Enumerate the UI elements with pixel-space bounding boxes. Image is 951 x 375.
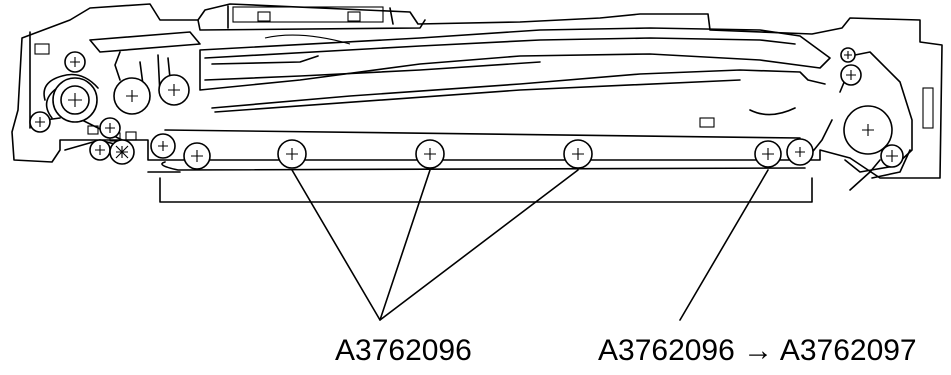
roller-cross-marks (35, 51, 898, 162)
feeder-outer-housing (11, 3, 943, 179)
transport-belt (161, 129, 806, 171)
callout-leader-lines (291, 169, 769, 321)
part-number-change-label-right: A3762096 → A3762097 (598, 334, 917, 367)
part-number-label-left: A3762096 (335, 334, 472, 367)
belt-bracket (159, 177, 813, 203)
